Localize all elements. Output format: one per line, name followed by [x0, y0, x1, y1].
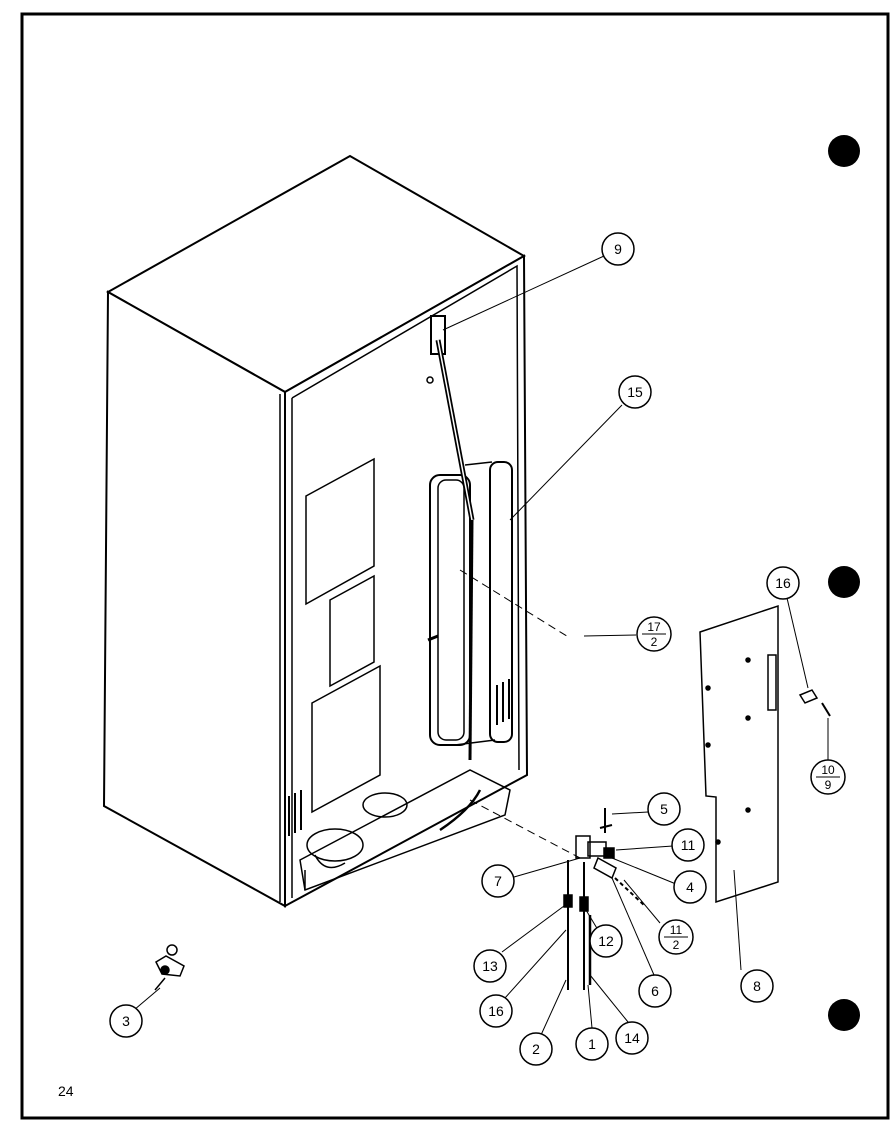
callout-14: 14 [615, 1021, 649, 1055]
svg-text:3: 3 [122, 1013, 130, 1029]
water-valve-assembly [563, 808, 646, 990]
callout-8: 8 [740, 969, 774, 1003]
svg-text:13: 13 [482, 958, 498, 974]
callout-17-2: 17 2 [636, 616, 672, 652]
callout-15: 15 [618, 375, 652, 409]
clip-and-screw-16 [798, 689, 831, 717]
svg-text:11: 11 [670, 923, 683, 937]
svg-text:14: 14 [624, 1030, 640, 1046]
callout-leaders [133, 255, 829, 1036]
water-line-tubing [426, 315, 475, 761]
back-panel-cover [699, 604, 779, 904]
callout-11: 11 [671, 828, 705, 862]
svg-text:8: 8 [753, 978, 761, 994]
callout-6: 6 [638, 974, 672, 1008]
callout-2: 2 [519, 1032, 553, 1066]
svg-text:2: 2 [673, 938, 680, 952]
punch-hole-top [828, 135, 860, 167]
condenser-coil [427, 461, 513, 746]
svg-text:17: 17 [647, 620, 661, 634]
svg-text:9: 9 [825, 778, 832, 792]
svg-text:4: 4 [686, 879, 694, 895]
callout-7: 7 [481, 864, 515, 898]
svg-text:5: 5 [660, 801, 668, 817]
svg-text:11: 11 [681, 837, 696, 853]
svg-text:9: 9 [614, 241, 622, 257]
page-number: 24 [58, 1083, 74, 1099]
callout-13: 13 [473, 949, 507, 983]
callout-12: 12 [589, 924, 623, 958]
svg-text:10: 10 [821, 763, 835, 777]
punch-hole-middle [828, 566, 860, 598]
svg-text:7: 7 [494, 873, 502, 889]
svg-text:12: 12 [598, 933, 614, 949]
svg-text:16: 16 [775, 575, 791, 591]
callout-11-2: 11 2 [658, 919, 694, 955]
callout-16-low: 16 [479, 994, 513, 1028]
callout-4: 4 [673, 870, 707, 904]
callout-5: 5 [647, 792, 681, 826]
callout-3: 3 [109, 1004, 143, 1038]
valve-part-3 [154, 944, 185, 991]
svg-text:15: 15 [627, 384, 643, 400]
page-border [20, 12, 890, 1120]
svg-text:2: 2 [532, 1041, 540, 1057]
callout-9: 9 [601, 232, 635, 266]
dashed-leaders [459, 569, 581, 859]
svg-text:2: 2 [651, 635, 658, 649]
svg-text:1: 1 [588, 1036, 596, 1052]
svg-text:16: 16 [488, 1003, 504, 1019]
refrigerator-cabinet [102, 154, 529, 908]
callout-1: 1 [575, 1027, 609, 1061]
svg-text:6: 6 [651, 983, 659, 999]
callout-10-9: 10 9 [810, 759, 846, 795]
punch-hole-bottom [828, 999, 860, 1031]
callout-16-top: 16 [766, 566, 800, 600]
